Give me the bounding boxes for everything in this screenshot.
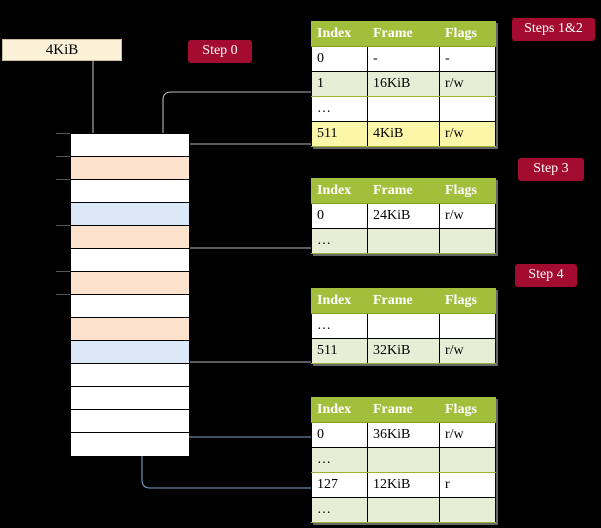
cell-frame: 32KiB xyxy=(367,338,440,364)
cell-index: … xyxy=(311,497,368,523)
cell-frame: 36KiB xyxy=(367,422,440,448)
badge-step-3: Step 3 xyxy=(518,158,584,181)
memory-frame-row xyxy=(71,295,189,318)
table-row: … xyxy=(311,313,496,339)
cell-index: 127 xyxy=(311,472,368,498)
cell-index: 1 xyxy=(311,71,368,97)
cell-frame xyxy=(367,313,440,339)
memory-frame-row xyxy=(71,180,189,203)
cell-index: 511 xyxy=(311,338,368,364)
memory-frame-row xyxy=(71,134,189,157)
cell-flags: r/w xyxy=(439,121,496,147)
badge-step-3-label: Step 3 xyxy=(533,161,569,176)
cell-frame: 4KiB xyxy=(367,121,440,147)
cell-index: 0 xyxy=(311,203,368,229)
cell-flags: r/w xyxy=(439,71,496,97)
table-row: … xyxy=(311,96,496,122)
table-row: 0-- xyxy=(311,46,496,72)
column-header-frame: Frame xyxy=(367,21,440,47)
cell-frame xyxy=(367,447,440,473)
cell-flags xyxy=(439,313,496,339)
table-row: … xyxy=(311,447,496,473)
cell-frame: - xyxy=(367,46,440,72)
cell-frame xyxy=(367,228,440,254)
badge-step-0-label: Step 0 xyxy=(202,43,238,58)
memory-frame-tick xyxy=(56,156,70,157)
cell-frame xyxy=(367,497,440,523)
memory-frame-tick xyxy=(56,179,70,180)
virtual-page-label: 4KiB xyxy=(45,41,79,58)
memory-frame-row xyxy=(71,387,189,410)
column-header-index: Index xyxy=(311,397,368,423)
cell-flags: r/w xyxy=(439,203,496,229)
badge-step-4-label: Step 4 xyxy=(528,267,564,282)
cell-frame xyxy=(367,96,440,122)
physical-memory-column xyxy=(70,133,190,456)
cell-index: 0 xyxy=(311,46,368,72)
table-row: … xyxy=(311,497,496,523)
cell-flags: r/w xyxy=(439,422,496,448)
memory-frame-row xyxy=(71,364,189,387)
memory-frame-tick xyxy=(56,133,70,134)
cell-flags xyxy=(439,96,496,122)
badge-steps-1-2-label: Steps 1&2 xyxy=(524,21,583,36)
memory-frame-row xyxy=(71,157,189,180)
cell-flags: - xyxy=(439,46,496,72)
column-header-flags: Flags xyxy=(439,397,496,423)
cell-flags: r xyxy=(439,472,496,498)
column-header-index: Index xyxy=(311,288,368,314)
cell-flags xyxy=(439,497,496,523)
memory-frame-tick xyxy=(56,271,70,272)
memory-frame-row xyxy=(71,318,189,341)
memory-frame-row xyxy=(71,249,189,272)
column-header-frame: Frame xyxy=(367,397,440,423)
column-header-index: Index xyxy=(311,178,368,204)
memory-frame-row xyxy=(71,203,189,226)
column-header-flags: Flags xyxy=(439,288,496,314)
memory-frame-tick xyxy=(56,294,70,295)
column-header-index: Index xyxy=(311,21,368,47)
column-header-flags: Flags xyxy=(439,21,496,47)
cell-frame: 12KiB xyxy=(367,472,440,498)
memory-frame-row xyxy=(71,341,189,364)
column-header-frame: Frame xyxy=(367,288,440,314)
cell-index: … xyxy=(311,228,368,254)
column-header-flags: Flags xyxy=(439,178,496,204)
memory-frame-row xyxy=(71,226,189,249)
memory-frame-tick xyxy=(56,225,70,226)
cell-index: … xyxy=(311,313,368,339)
column-header-frame: Frame xyxy=(367,178,440,204)
memory-frame-row xyxy=(71,272,189,295)
cell-frame: 24KiB xyxy=(367,203,440,229)
table-row: … xyxy=(311,228,496,254)
memory-frame-row xyxy=(71,433,189,456)
virtual-page-box: 4KiB xyxy=(2,39,122,61)
cell-frame: 16KiB xyxy=(367,71,440,97)
cell-flags xyxy=(439,228,496,254)
cell-index: 511 xyxy=(311,121,368,147)
cell-index: 0 xyxy=(311,422,368,448)
memory-frame-row xyxy=(71,410,189,433)
badge-step-0: Step 0 xyxy=(188,40,252,63)
cell-flags xyxy=(439,447,496,473)
badge-steps-1-2: Steps 1&2 xyxy=(512,18,595,41)
cell-index: … xyxy=(311,447,368,473)
cell-flags: r/w xyxy=(439,338,496,364)
badge-step-4: Step 4 xyxy=(515,264,577,287)
cell-index: … xyxy=(311,96,368,122)
